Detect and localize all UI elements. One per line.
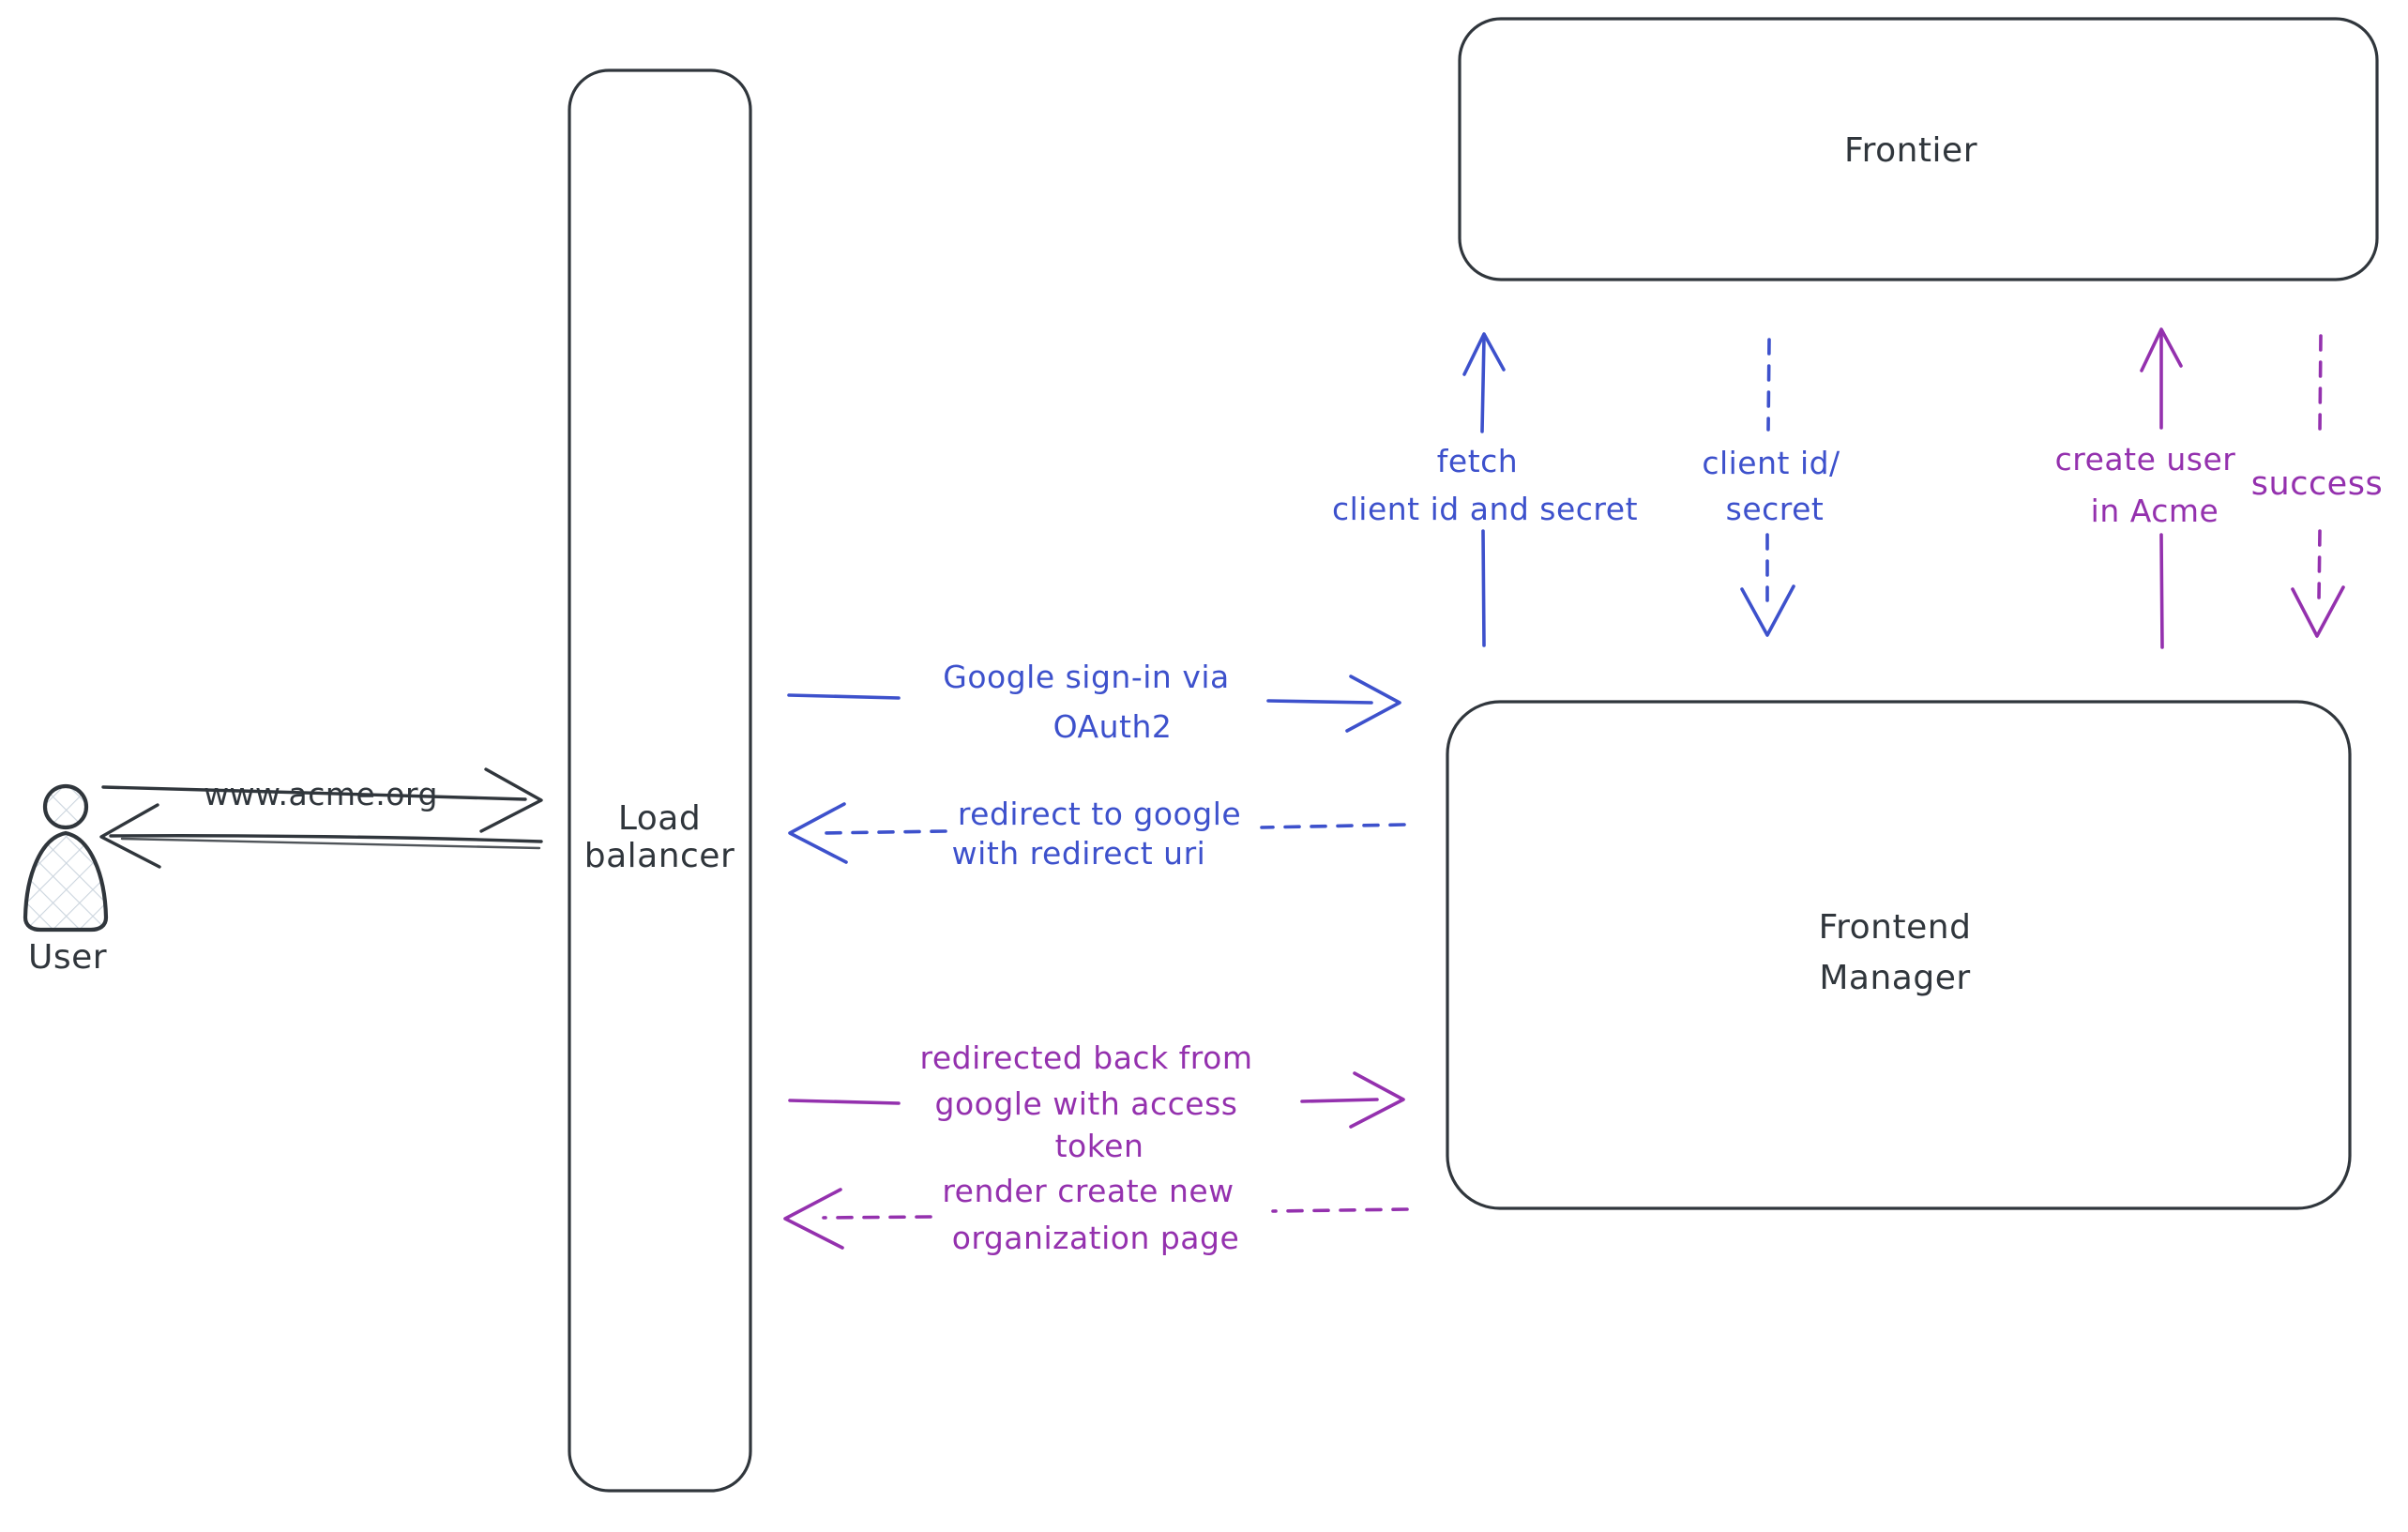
arrowhead-down-icon	[1740, 584, 1795, 637]
frontier-box	[1458, 17, 2379, 281]
arrow-render-org-page: render create new organization page	[783, 1173, 1409, 1256]
client-id-secret-label-line2: secret	[1726, 491, 1825, 527]
arrow-redirect-google: redirect to google with redirect uri	[788, 796, 1406, 872]
render-org-page-label-line1: render create new	[942, 1173, 1234, 1209]
redirected-back-label-line1: redirected back from	[920, 1039, 1253, 1076]
arrow-create-user: create user in Acme	[2055, 327, 2236, 649]
google-signin-label-line2: OAuth2	[1053, 708, 1173, 745]
arrow-success: success	[2251, 334, 2383, 638]
client-id-secret-label-line1: client id/	[1702, 445, 1840, 481]
success-label: success	[2251, 465, 2383, 503]
arrow-fetch-secret: fetch client id and secret	[1332, 332, 1638, 647]
arrowhead-right-icon	[479, 767, 543, 833]
arrowhead-up-icon	[2140, 327, 2183, 372]
load-balancer-label-line1: Load	[618, 799, 701, 838]
redirected-back-label-line3: token	[1055, 1128, 1144, 1164]
load-balancer-label-line2: balancer	[584, 837, 735, 875]
user-actor: User	[23, 783, 109, 977]
frontier-label: Frontier	[1844, 131, 1977, 170]
arrow-www-acme: www.acme.org	[101, 767, 543, 833]
redirect-google-label-line1: redirect to google	[958, 796, 1241, 832]
arrowhead-up-icon	[1462, 332, 1506, 376]
frontier-node: Frontier	[1458, 17, 2379, 281]
arrowhead-left-icon	[788, 802, 848, 864]
arrowhead-left-icon	[783, 1188, 844, 1250]
redirected-back-label-line2: google with access	[935, 1085, 1238, 1122]
arrowhead-left-icon	[99, 803, 161, 869]
fetch-secret-label-line2: client id and secret	[1332, 491, 1638, 527]
frontend-manager-label-line1: Frontend	[1819, 908, 1972, 947]
frontend-manager-label-line2: Manager	[1819, 959, 1970, 997]
arrow-response-to-user	[99, 803, 543, 869]
load-balancer-node: Load balancer	[568, 68, 752, 1493]
arrowhead-right-icon	[1345, 675, 1401, 733]
arrow-redirected-back: redirected back from google with access …	[788, 1039, 1405, 1164]
create-user-label-line2: in Acme	[2091, 493, 2219, 529]
arrow-client-id-secret: client id/ secret	[1702, 338, 1840, 637]
arrow-google-signin: Google sign-in via OAuth2	[787, 659, 1401, 745]
arrowhead-right-icon	[1349, 1071, 1405, 1129]
google-signin-label-line1: Google sign-in via	[943, 659, 1229, 695]
user-label: User	[28, 938, 107, 977]
render-org-page-label-line2: organization page	[952, 1220, 1240, 1256]
www-acme-label: www.acme.org	[204, 776, 438, 812]
user-body-icon	[23, 830, 109, 933]
frontend-manager-node: Frontend Manager	[1446, 700, 2352, 1210]
user-head-icon	[42, 783, 89, 830]
frontend-manager-box	[1446, 700, 2352, 1210]
arrowhead-down-icon	[2291, 585, 2345, 638]
create-user-label-line1: create user	[2055, 441, 2236, 478]
redirect-google-label-line2: with redirect uri	[952, 835, 1206, 872]
load-balancer-box	[568, 68, 752, 1493]
fetch-secret-label-line1: fetch	[1437, 443, 1518, 479]
